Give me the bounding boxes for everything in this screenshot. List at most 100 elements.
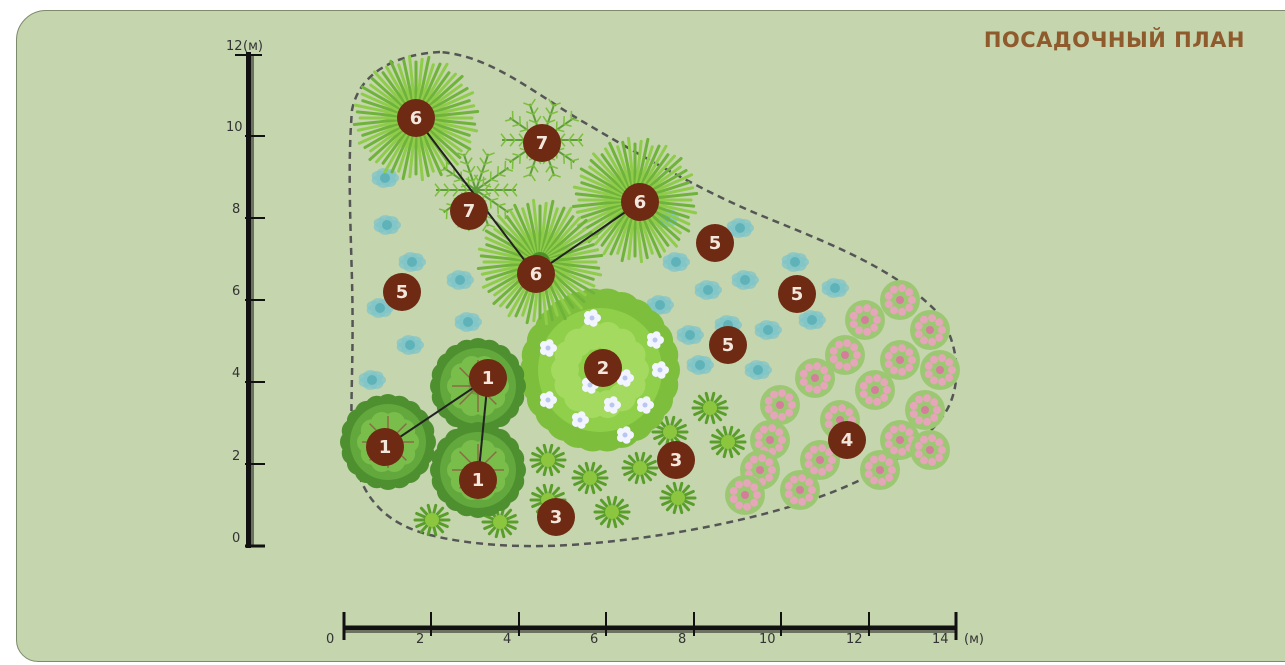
blue-groundcover-tuft: [373, 215, 401, 235]
pink-shrub: [780, 470, 820, 510]
h-tick-4: 4: [503, 632, 511, 647]
plant-label-number: 7: [536, 133, 549, 154]
plant-label-number: 3: [670, 450, 683, 471]
blue-groundcover-tuft: [686, 355, 714, 375]
pink-shrub: [910, 310, 950, 350]
plant-label-number: 5: [722, 335, 735, 356]
blue-groundcover-tuft: [731, 270, 759, 290]
horizontal-scale: 0 2 4 6 8 10 12 14 (м): [326, 612, 984, 647]
pink-shrub: [760, 385, 800, 425]
blue-groundcover-tuft: [744, 360, 772, 380]
pink-shrub: [800, 440, 840, 480]
pink-shrub: [855, 370, 895, 410]
blue-groundcover-tuft: [396, 335, 424, 355]
plant-label-badge-pink-shrub: 4: [828, 421, 866, 459]
blue-groundcover-tuft: [358, 370, 386, 390]
plant-label-number: 2: [597, 358, 610, 379]
plant-label-number: 5: [396, 282, 409, 303]
v-tick-4: 4: [232, 366, 240, 381]
plant-labels: 1 1 1 2 3 3 4 5 5 5 5 6 6 6 7 7: [366, 99, 866, 536]
v-tick-10: 10: [226, 120, 243, 135]
blue-groundcover-tuft: [726, 218, 754, 238]
blue-groundcover-tuft: [781, 252, 809, 272]
grass-tuft: [621, 451, 659, 485]
pink-shrub: [860, 450, 900, 490]
h-tick-2: 2: [416, 632, 424, 647]
blue-groundcover-tuft: [662, 252, 690, 272]
plant-label-number: 6: [410, 108, 423, 129]
blue-groundcover-tuft: [646, 295, 674, 315]
h-unit-label: (м): [964, 632, 984, 647]
v-unit-label: (м): [243, 39, 263, 54]
plant-label-badge-blue-groundcover: 5: [778, 275, 816, 313]
plant-label-number: 1: [472, 470, 485, 491]
blue-groundcover-tuft: [366, 298, 394, 318]
plant-label-number: 3: [550, 507, 563, 528]
pink-shrub: [750, 420, 790, 460]
v-tick-0: 0: [232, 531, 240, 546]
h-tick-6: 6: [590, 632, 598, 647]
plant-label-number: 7: [463, 201, 476, 222]
planting-boundary: [348, 50, 958, 548]
blue-groundcover-tuft: [446, 270, 474, 290]
page-title: ПОСАДОЧНЫЙ ПЛАН: [983, 28, 1245, 52]
blue-groundcover-tuft: [676, 325, 704, 345]
plant-label-badge-grass: 3: [657, 441, 695, 479]
plant-label-badge-palm: 6: [517, 255, 555, 293]
plant-label-badge-palm: 6: [621, 183, 659, 221]
pink-shrub: [910, 430, 950, 470]
pink-shrub: [795, 358, 835, 398]
grass-tuft: [659, 481, 697, 515]
plant-label-badge-blue-groundcover: 5: [709, 326, 747, 364]
vertical-scale: 0 2 4 6 8 10 12 (м): [226, 39, 265, 548]
grass-tuft: [709, 425, 747, 459]
h-tick-12: 12: [846, 632, 863, 647]
plant-label-badge-flowering-shrub: 2: [584, 349, 622, 387]
grass-tuft: [529, 443, 567, 477]
grass-tuft: [691, 391, 729, 425]
plant-label-number: 1: [379, 437, 392, 458]
plant-label-badge-palm: 6: [397, 99, 435, 137]
flowering-shrub: [520, 288, 680, 452]
plant-label-badge-blue-groundcover: 5: [696, 224, 734, 262]
blue-groundcover-tuft: [754, 320, 782, 340]
pink-shrub: [725, 475, 765, 515]
plant-label-number: 1: [482, 368, 495, 389]
plant-label-number: 6: [634, 192, 647, 213]
v-tick-12: 12: [226, 39, 243, 54]
v-tick-2: 2: [232, 449, 240, 464]
h-tick-14: 14: [932, 632, 949, 647]
plant-label-badge-blue-groundcover: 5: [383, 273, 421, 311]
blue-groundcover-tuft: [821, 278, 849, 298]
grass-tuft: [593, 495, 631, 529]
plant-label-number: 4: [841, 430, 854, 451]
plant-label-badge-fern: 7: [450, 192, 488, 230]
blue-groundcover-tuft: [371, 168, 399, 188]
pink-shrub: [920, 350, 960, 390]
h-tick-8: 8: [678, 632, 686, 647]
blue-groundcover-tuft: [798, 310, 826, 330]
plants-layer: [340, 54, 960, 539]
plant-label-badge-tree: 1: [459, 461, 497, 499]
blue-groundcover-tuft: [694, 280, 722, 300]
pink-shrub: [880, 280, 920, 320]
pink-shrub: [905, 390, 945, 430]
plant-label-badge-grass: 3: [537, 498, 575, 536]
plant-label-badge-fern: 7: [523, 124, 561, 162]
v-tick-6: 6: [232, 284, 240, 299]
plant-label-badge-tree: 1: [469, 359, 507, 397]
grass-tuft: [571, 461, 609, 495]
plant-label-number: 6: [530, 264, 543, 285]
v-tick-8: 8: [232, 202, 240, 217]
h-tick-0: 0: [326, 632, 334, 647]
h-tick-10: 10: [759, 632, 776, 647]
blue-groundcover-tuft: [454, 312, 482, 332]
pink-shrub: [825, 335, 865, 375]
pink-shrub: [845, 300, 885, 340]
plant-label-badge-tree: 1: [366, 428, 404, 466]
plant-label-number: 5: [709, 233, 722, 254]
blue-groundcover-tuft: [398, 252, 426, 272]
grass-tuft: [413, 503, 451, 537]
plant-label-number: 5: [791, 284, 804, 305]
